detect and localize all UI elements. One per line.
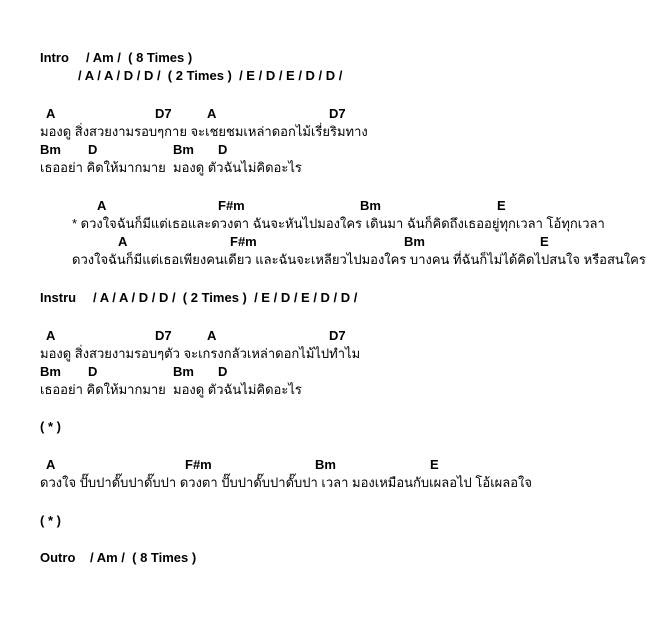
intro-chords: / Am / ( 8 Times ): [86, 50, 193, 65]
chord: Bm: [360, 198, 381, 213]
chorus-lyric-1: * ดวงใจฉันก็มีแต่เธอและดวงตา ฉันจะหันไปม…: [0, 215, 670, 232]
lyric-text: มองดู สิ่งสวยงามรอบๆกาย จะเชยชมเหล่าดอกไ…: [40, 124, 368, 139]
chord: Bm: [404, 234, 425, 249]
chord: Bm: [173, 364, 194, 379]
chord: E: [540, 234, 549, 249]
chord: D7: [329, 328, 346, 343]
instru-section-label: Instru: [40, 290, 77, 305]
verse2-lyric-2: เธออย่า คิดให้มากมาย มองดู ตัวฉันไม่คิดอ…: [0, 381, 670, 398]
intro-line: Intro / Am / ( 8 Times ): [0, 49, 670, 66]
intro-progression: / A / A / D / D / ( 2 Times ) / E / D / …: [78, 68, 343, 83]
outro-line: Outro / Am / ( 8 Times ): [0, 549, 670, 566]
verse2-lyric-1: มองดู สิ่งสวยงามรอบๆตัว จะเกรงกลัวเหล่าด…: [0, 345, 670, 362]
chord: D: [88, 142, 98, 157]
chord: F#m: [230, 234, 257, 249]
outro-section-label: Outro: [40, 550, 76, 565]
star-repeat-1-line: ( * ): [0, 418, 670, 435]
lyric-text: เธออย่า คิดให้มากมาย มองดู ตัวฉันไม่คิดอ…: [40, 160, 302, 175]
chorus-lyric-2: ดวงใจฉันก็มีแต่เธอเพียงคนเดียว และฉันจะเ…: [0, 251, 670, 268]
verse1-chord-row-2: Bm D Bm D: [0, 141, 670, 158]
chord: Bm: [173, 142, 194, 157]
chord: E: [497, 198, 506, 213]
lyric-text: ดวงใจฉันก็มีแต่เธอเพียงคนเดียว และฉันจะเ…: [72, 252, 646, 267]
chord: D: [218, 142, 228, 157]
outro-chords: / Am / ( 8 Times ): [90, 550, 197, 565]
chord: A: [97, 198, 107, 213]
chorus-chord-row-2: A F#m Bm E: [0, 233, 670, 250]
verse1-lyric-2: เธออย่า คิดให้มากมาย มองดู ตัวฉันไม่คิดอ…: [0, 159, 670, 176]
chord: Bm: [40, 142, 61, 157]
intro-progression-line: / A / A / D / D / ( 2 Times ) / E / D / …: [0, 67, 670, 84]
chord: A: [118, 234, 128, 249]
instru-line: Instru / A / A / D / D / ( 2 Times ) / E…: [0, 289, 670, 306]
scat-lyric: ดวงใจ ปั๊บปาดั๊บปาดั๊บปา ดวงตา ปั๊บปาดั๊…: [0, 474, 670, 491]
chord: D7: [155, 106, 172, 121]
chord: Bm: [40, 364, 61, 379]
chord: Bm: [315, 457, 336, 472]
chord: A: [207, 106, 217, 121]
chord: A: [46, 328, 56, 343]
lyric-text: มองดู สิ่งสวยงามรอบๆตัว จะเกรงกลัวเหล่าด…: [40, 346, 361, 361]
chorus-chord-row-1: A F#m Bm E: [0, 197, 670, 214]
chord: A: [207, 328, 217, 343]
chord: D7: [155, 328, 172, 343]
chord: F#m: [185, 457, 212, 472]
chord: F#m: [218, 198, 245, 213]
chord: A: [46, 457, 56, 472]
chord: E: [430, 457, 439, 472]
intro-section-label: Intro: [40, 50, 69, 65]
lyric-text: * ดวงใจฉันก็มีแต่เธอและดวงตา ฉันจะหันไปม…: [72, 216, 605, 231]
star-repeat-marker: ( * ): [40, 513, 61, 528]
chord: D: [218, 364, 228, 379]
verse2-chord-row-1: A D7 A D7: [0, 327, 670, 344]
star-repeat-marker: ( * ): [40, 419, 61, 434]
chord: A: [46, 106, 56, 121]
star-repeat-2-line: ( * ): [0, 512, 670, 529]
lyric-text: เธออย่า คิดให้มากมาย มองดู ตัวฉันไม่คิดอ…: [40, 382, 302, 397]
verse1-chord-row-1: A D7 A D7: [0, 105, 670, 122]
verse2-chord-row-2: Bm D Bm D: [0, 363, 670, 380]
instru-progression: / A / A / D / D / ( 2 Times ) / E / D / …: [93, 290, 358, 305]
lyric-text: ดวงใจ ปั๊บปาดั๊บปาดั๊บปา ดวงตา ปั๊บปาดั๊…: [40, 475, 533, 490]
chord: D7: [329, 106, 346, 121]
chord: D: [88, 364, 98, 379]
verse1-lyric-1: มองดู สิ่งสวยงามรอบๆกาย จะเชยชมเหล่าดอกไ…: [0, 123, 670, 140]
scat-chord-row: A F#m Bm E: [0, 456, 670, 473]
